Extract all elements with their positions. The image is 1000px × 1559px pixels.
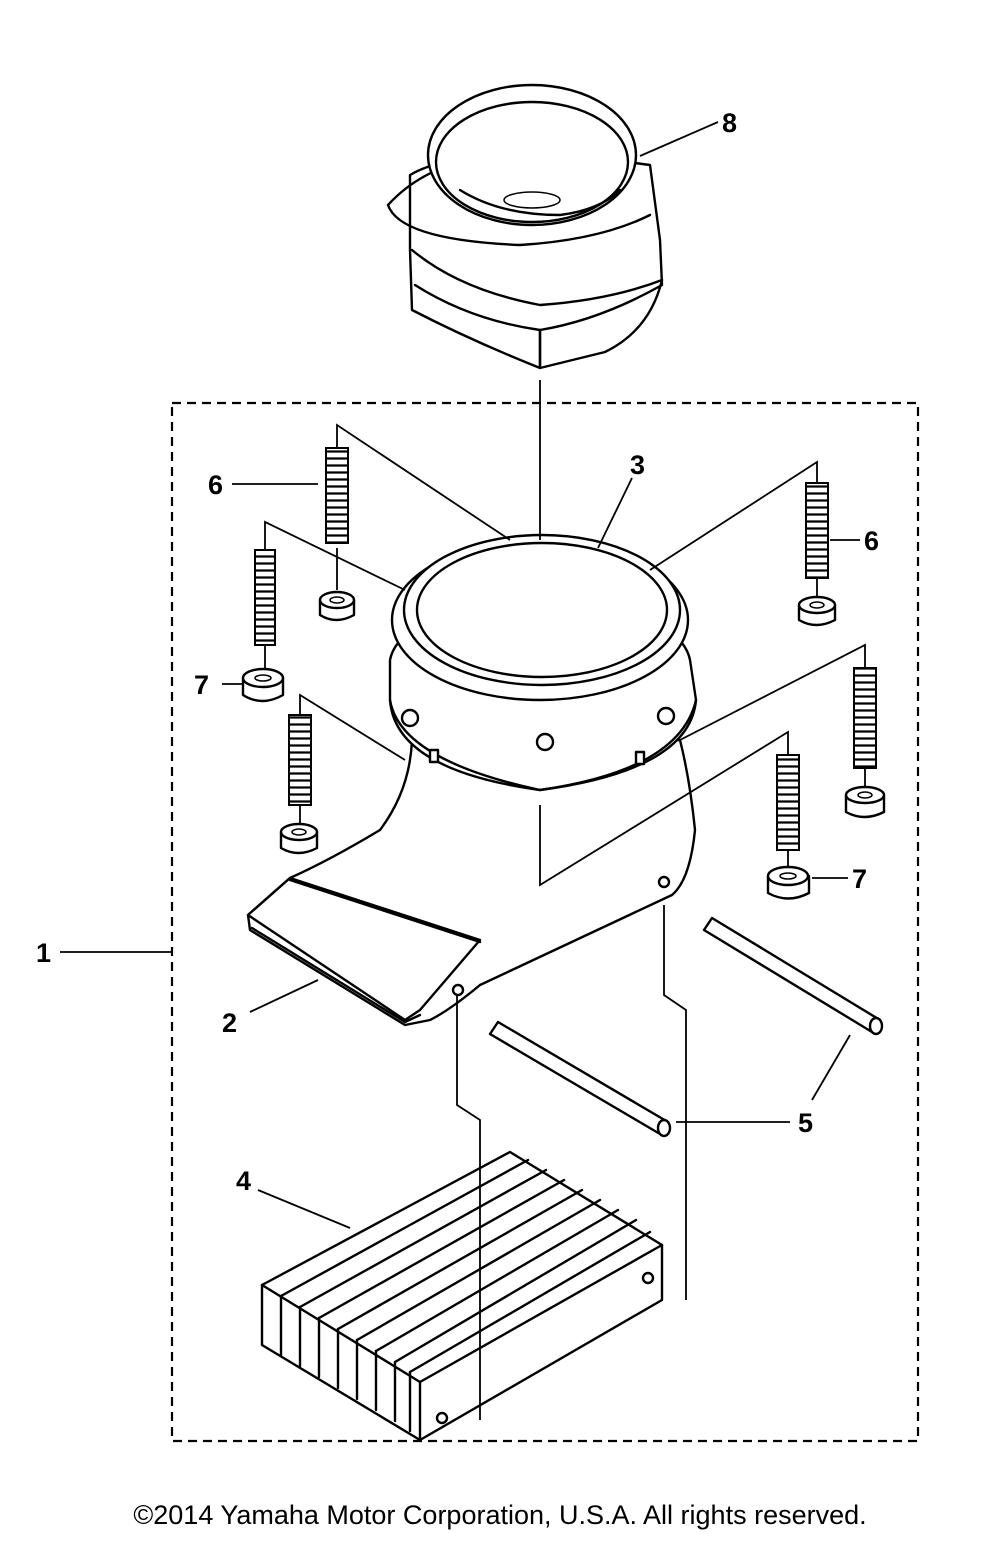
parts-diagram: 1 2 3 4 5 6 6 7 7 8: [36, 83, 920, 1443]
callout-6-right: 6: [864, 526, 879, 556]
part-8-duct: [386, 83, 664, 370]
stud-left-lower: [279, 714, 319, 855]
stud-6-right: [797, 482, 837, 627]
callout-4: 4: [236, 1166, 251, 1196]
callout-5: 5: [798, 1108, 813, 1138]
pin-5-upper: [702, 916, 884, 1036]
callout-3: 3: [630, 450, 645, 480]
assembly-boundary: [170, 401, 920, 1443]
stud-7-left: [241, 549, 285, 703]
stud-right-upper: [844, 667, 886, 819]
part-4-grate: [260, 1150, 664, 1442]
callout-1: 1: [36, 938, 51, 968]
stud-6-left: [318, 447, 356, 622]
callout-7-right: 7: [852, 864, 867, 894]
pin-5-lower: [488, 1020, 672, 1138]
leader-lines: [60, 121, 866, 1420]
callout-2: 2: [222, 1008, 237, 1038]
callout-7-left: 7: [194, 670, 209, 700]
copyright-notice: ©2014 Yamaha Motor Corporation, U.S.A. A…: [133, 1500, 867, 1530]
callout-6-left: 6: [208, 470, 223, 500]
part-3-housing: [246, 533, 698, 1027]
stud-7-right: [766, 754, 811, 900]
callout-8: 8: [722, 108, 737, 138]
